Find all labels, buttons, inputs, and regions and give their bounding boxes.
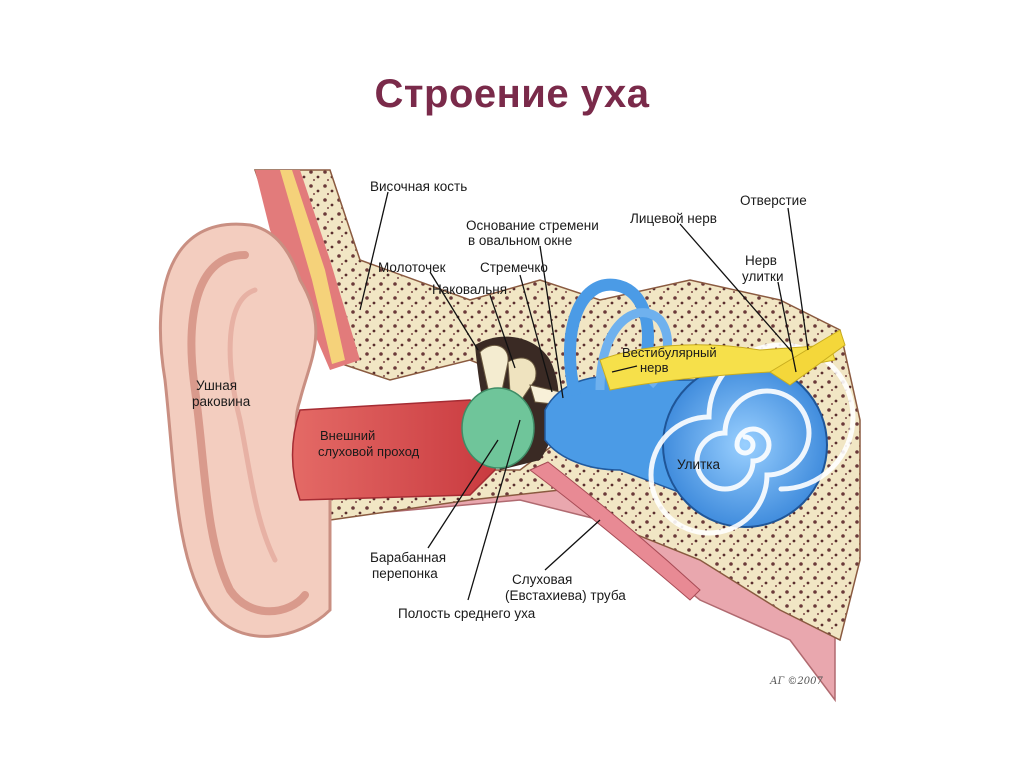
label-auricle-line2: раковина	[192, 394, 251, 409]
label-cochlear-nerve-line1: Нерв	[745, 253, 777, 268]
label-ear-canal-line2: слуховой проход	[318, 444, 420, 459]
label-stapes: Стремечко	[480, 260, 548, 275]
semicircular-canals	[563, 278, 654, 397]
auricle-shape	[158, 222, 332, 638]
label-stapes-base-line2: в овальном окне	[468, 233, 572, 248]
label-auricle-line1: Ушная	[196, 378, 237, 393]
vestibular-nerve-shape	[599, 344, 836, 391]
cochlear-nerve-shape	[769, 329, 846, 386]
label-eustachian-line2: (Евстахиева) труба	[505, 588, 626, 603]
label-stapes-base-line1: Основание стремени	[466, 218, 599, 233]
label-ear-canal-line1: Внешний	[320, 428, 375, 443]
eardrum-shape	[461, 387, 535, 469]
label-incus: Наковальня	[432, 282, 507, 297]
label-opening: Отверстие	[740, 193, 807, 208]
page-title: Строение уха	[374, 72, 650, 116]
eustachian-tube-shape	[529, 461, 701, 601]
cochlea-spiral	[648, 342, 856, 536]
label-middle-ear: Полость среднего уха	[398, 606, 536, 621]
label-malleus: Молоточек	[378, 260, 446, 275]
label-vestibular-nerve-line2: нерв	[640, 360, 669, 375]
label-temporal-bone: Височная кость	[370, 179, 467, 194]
cochlea-shape	[662, 362, 828, 528]
label-eardrum-line1: Барабанная	[370, 550, 446, 565]
label-facial-nerve: Лицевой нерв	[630, 211, 717, 226]
artist-signature: АГ ©2007	[769, 676, 823, 687]
leader-lines	[359, 191, 809, 601]
label-eardrum-line2: перепонка	[372, 566, 438, 581]
label-eustachian-line1: Слуховая	[512, 572, 572, 587]
label-cochlear-nerve-line2: улитки	[742, 269, 784, 284]
label-cochlea: Улитка	[677, 457, 720, 472]
label-vestibular-nerve-line1: Вестибулярный	[622, 345, 717, 360]
